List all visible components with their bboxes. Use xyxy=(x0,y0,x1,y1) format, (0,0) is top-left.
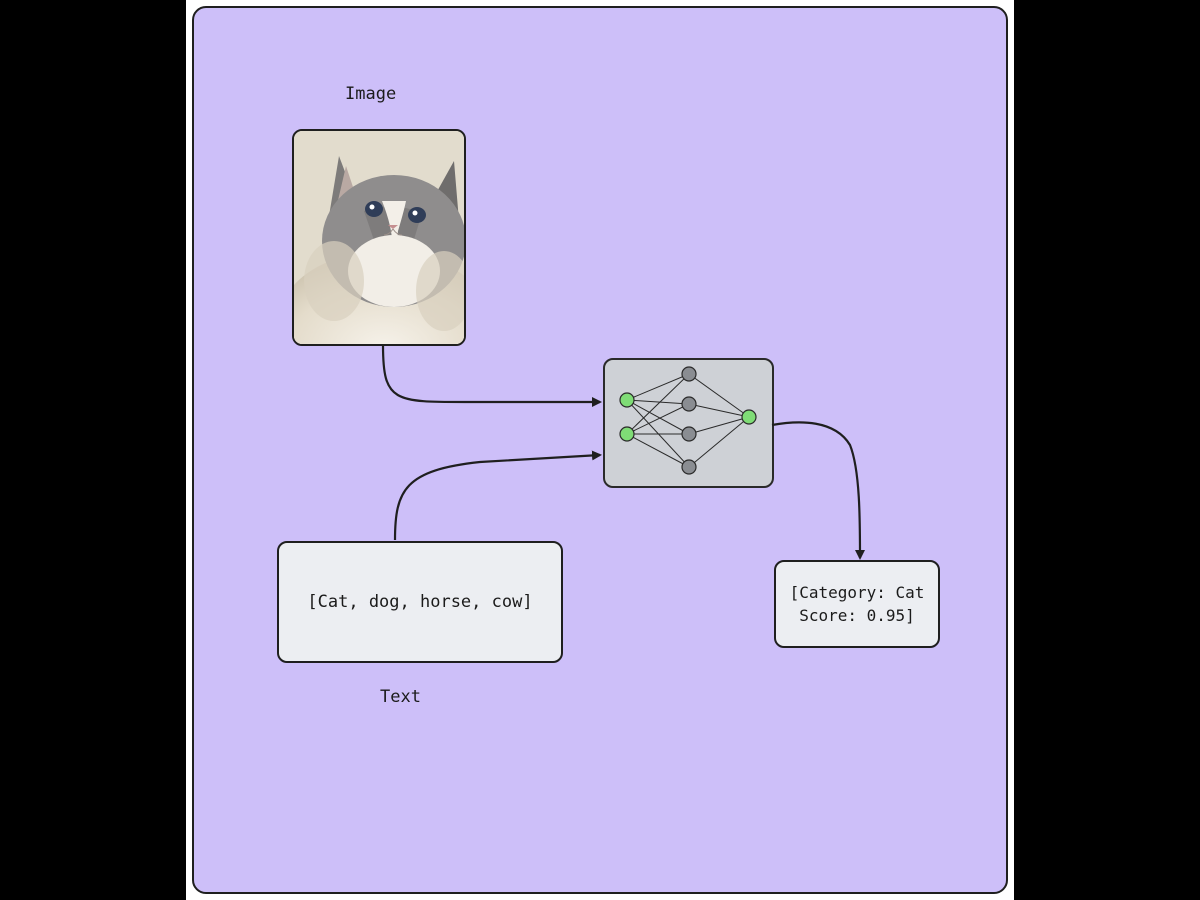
text-input-value: [Cat, dog, horse, cow] xyxy=(307,592,533,612)
image-to-model-arrow xyxy=(381,344,602,407)
output-box: [Category: Cat Score: 0.95] xyxy=(774,560,940,648)
text-label: Text xyxy=(380,687,421,707)
text-to-model-arrow xyxy=(393,450,602,541)
image-label: Image xyxy=(345,84,397,104)
output-line-1: [Category: Cat xyxy=(789,583,925,602)
model-to-output-arrow xyxy=(771,421,865,560)
neural-network-icon xyxy=(619,366,757,475)
model-box xyxy=(603,358,774,488)
text-input-box: [Cat, dog, horse, cow] xyxy=(277,541,563,663)
output-line-2: Score: 0.95] xyxy=(799,606,915,625)
cat-photo xyxy=(292,129,466,346)
